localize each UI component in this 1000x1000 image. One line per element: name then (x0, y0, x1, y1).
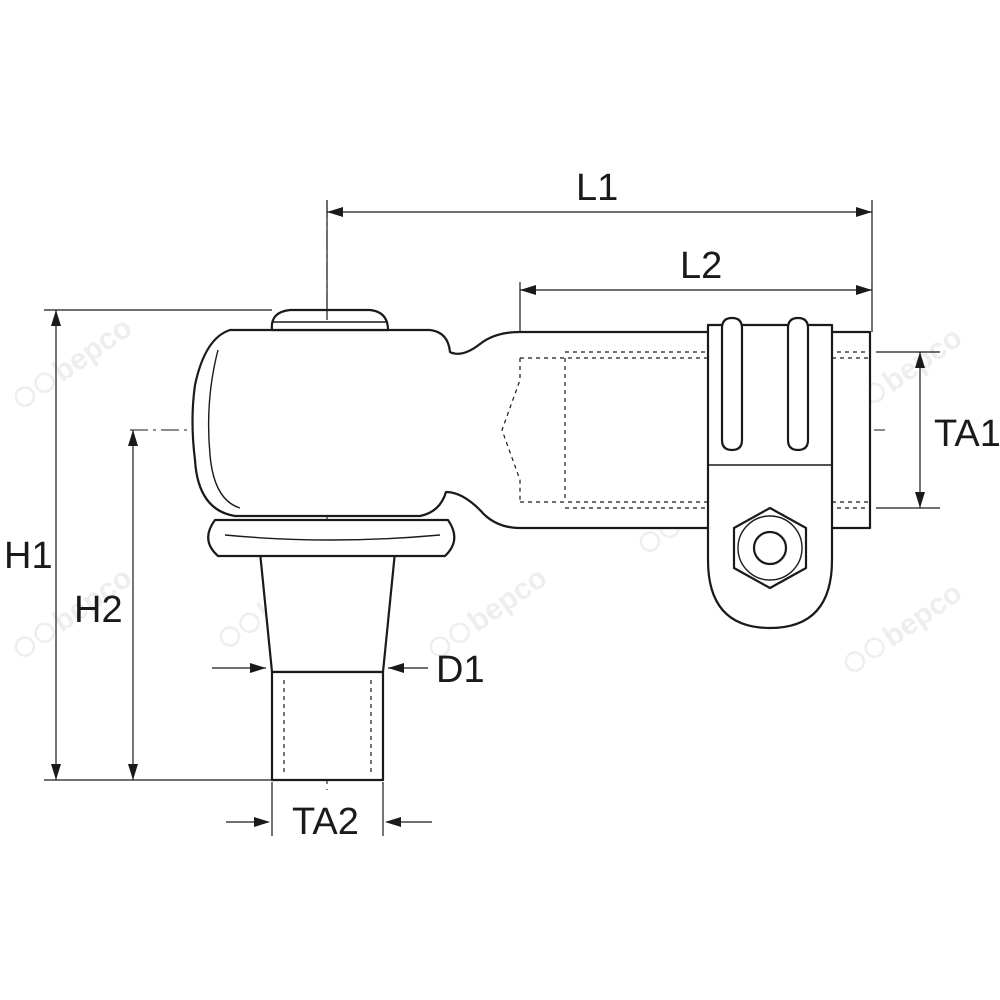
h1-label: H1 (4, 535, 53, 577)
boot-ridge (224, 534, 441, 541)
d1-arrow-right (388, 663, 404, 673)
ta2-arrow-right (385, 817, 401, 827)
watermark-text: bepco (877, 321, 968, 399)
l2-label: L2 (680, 245, 722, 287)
h2-arrow-bottom (128, 764, 138, 780)
l2-arrow-left (520, 285, 536, 295)
rubber-boot (207, 518, 456, 558)
watermark-text: bepco (877, 576, 968, 654)
stud-taper (258, 550, 397, 674)
ta1-arrow-top (915, 352, 925, 368)
clamp (706, 316, 834, 630)
ta1-arrow-bottom (915, 492, 925, 508)
dimension-ta1: TA1 (876, 351, 1000, 509)
ball-stud (258, 550, 397, 782)
housing-inner-contour (207, 349, 241, 509)
d1-arrow-left (250, 663, 266, 673)
dimension-l2: L2 (519, 245, 872, 332)
dimension-ta2: TA2 (226, 782, 432, 843)
watermark-logo: bepco (844, 576, 968, 672)
stud-thread (270, 670, 385, 782)
watermark-logo: bepco (14, 311, 138, 407)
l1-arrow-right (856, 207, 872, 217)
boot-body (207, 518, 456, 558)
housing-body (191, 328, 872, 530)
dimension-d1: D1 (212, 649, 485, 691)
ta1-label: TA1 (934, 413, 1000, 455)
h2-label: H2 (74, 589, 123, 631)
ta2-label: TA2 (292, 801, 359, 843)
ball-cap (270, 308, 390, 332)
dimension-l1: L1 (326, 167, 873, 332)
clamp-slot-right (786, 316, 810, 452)
l2-arrow-right (856, 285, 872, 295)
clamp-bolt-end (752, 530, 788, 566)
l1-arrow-left (327, 207, 343, 217)
clamp-nut-chamfer (737, 515, 803, 581)
l1-label: L1 (576, 167, 618, 209)
dimension-h1: H1 (4, 309, 272, 781)
d1-label: D1 (436, 649, 485, 691)
h1-arrow-bottom (51, 764, 61, 780)
watermark-text: bepco (47, 311, 138, 389)
h1-arrow-top (51, 310, 61, 326)
socket-bore (501, 357, 870, 503)
h2-arrow-top (128, 430, 138, 446)
dimension-h2: H2 (74, 430, 138, 780)
watermark-text: bepco (462, 561, 553, 639)
clamp-slot-left (720, 316, 744, 452)
ta2-arrow-left (254, 817, 270, 827)
